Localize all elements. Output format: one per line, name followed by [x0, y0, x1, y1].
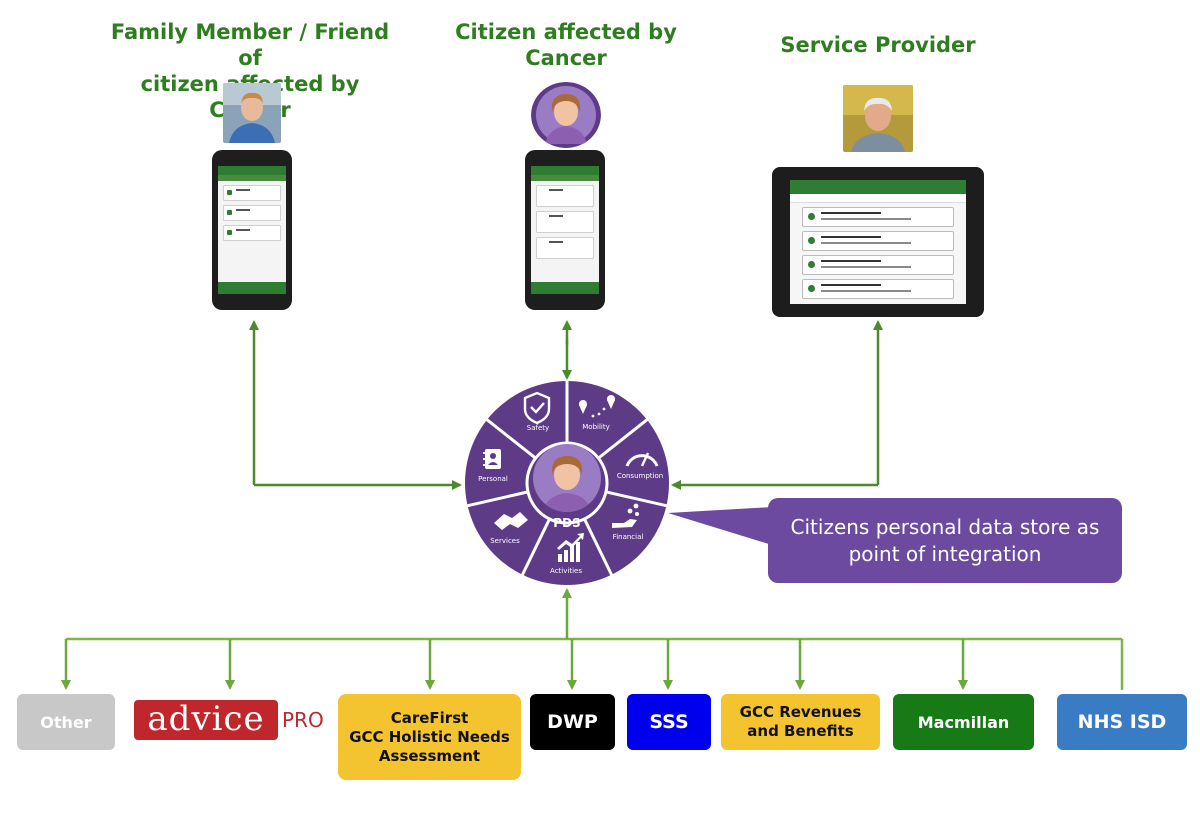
segment-label-services: Services [490, 537, 520, 545]
pds-wheel: Safety Mobility Consumption Financial Ac… [465, 380, 669, 585]
list-item [536, 237, 594, 259]
source-nhs-isd-label: NHS ISD [1077, 711, 1167, 733]
segment-label-mobility: Mobility [582, 423, 610, 431]
citizen-avatar [531, 82, 601, 148]
source-gcc-revenues-line1: GCC Revenues [739, 703, 862, 721]
family-heading-line1: Family Member / Friend of [110, 20, 390, 70]
advice-logo-suffix: PRO [282, 708, 324, 732]
citizen-heading: Citizen affected by Cancer [440, 19, 692, 71]
segment-label-activities: Activities [550, 567, 582, 575]
provider-avatar [843, 85, 913, 152]
segment-label-consumption: Consumption [617, 472, 663, 480]
list-item [223, 225, 281, 241]
source-sss: SSS [627, 694, 711, 750]
list-item [802, 231, 954, 251]
source-carefirst: CareFirst GCC Holistic Needs Assessment [338, 694, 521, 780]
handshake-icon [494, 512, 528, 530]
growth-chart-icon [557, 533, 584, 562]
contact-book-icon [483, 449, 501, 469]
shield-check-icon [523, 391, 551, 425]
source-carefirst-line3: Assessment [378, 746, 481, 765]
source-other: Other [17, 694, 115, 750]
phone-tabbar [218, 282, 286, 294]
segment-label-safety: Safety [527, 424, 549, 432]
list-item [223, 205, 281, 221]
provider-tablet-screen [790, 180, 966, 304]
segment-label-personal: Personal [478, 475, 508, 483]
phone-tabbar [531, 282, 599, 294]
callout-line2: point of integration [848, 542, 1042, 566]
family-avatar [223, 83, 281, 143]
hand-coins-icon [612, 503, 639, 528]
callout-pointer [668, 507, 772, 545]
pds-center-label: PDS [553, 516, 580, 530]
advice-logo-word: advice [134, 700, 278, 740]
source-macmillan: Macmillan [893, 694, 1034, 750]
citizen-phone-screen [531, 166, 599, 294]
callout-line1: Citizens personal data store as [790, 515, 1100, 539]
source-carefirst-line2: GCC Holistic Needs [349, 727, 510, 746]
source-nhs-isd: NHS ISD [1057, 694, 1187, 750]
source-gcc-revenues-line2: and Benefits [747, 722, 854, 740]
source-sss-label: SSS [649, 711, 689, 733]
provider-heading: Service Provider [780, 33, 976, 57]
provider-tablet [772, 167, 984, 317]
list-item [536, 185, 594, 207]
source-macmillan-label: Macmillan [917, 712, 1010, 732]
source-other-label: Other [40, 712, 92, 732]
source-carefirst-line1: CareFirst [390, 708, 469, 727]
callout-box [768, 498, 1122, 583]
source-advice-pro: advice PRO [134, 700, 324, 742]
gauge-icon [625, 454, 659, 467]
list-item [802, 207, 954, 227]
list-item [802, 255, 954, 275]
source-dwp-label: DWP [547, 711, 598, 733]
family-phone [212, 150, 292, 310]
source-gcc-revenues: GCC Revenues and Benefits [721, 694, 880, 750]
family-phone-screen [218, 166, 286, 294]
citizen-heading-line1: Citizen affected by [455, 20, 677, 44]
list-item [223, 185, 281, 201]
citizen-heading-line2: Cancer [525, 46, 607, 70]
source-dwp: DWP [530, 694, 615, 750]
pds-center-avatar [533, 444, 601, 512]
route-pin-icon [579, 395, 615, 418]
segment-label-financial: Financial [613, 533, 644, 541]
callout-text: Citizens personal data store as point of… [768, 514, 1122, 568]
list-item [536, 211, 594, 233]
citizen-phone [525, 150, 605, 310]
list-item [802, 279, 954, 299]
